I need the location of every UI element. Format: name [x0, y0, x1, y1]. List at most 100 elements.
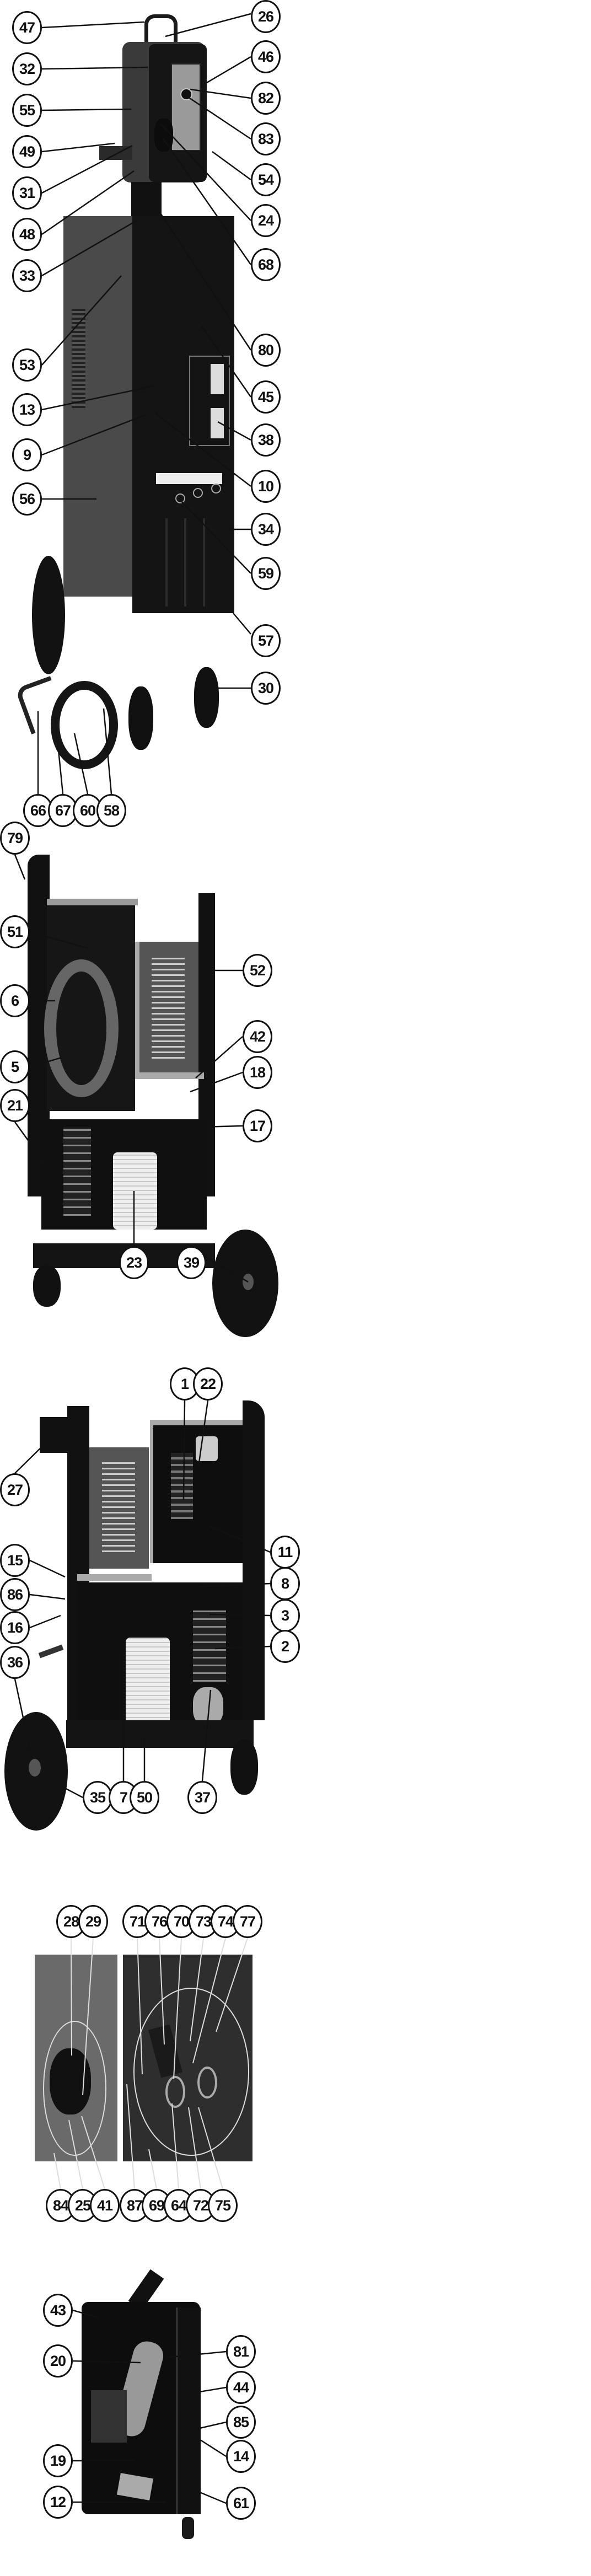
transformer: [113, 1152, 157, 1230]
panel-left-interior: 79 51 52 6 5 42 18 21 17 23 39: [0, 822, 591, 1351]
callout-77: 77: [233, 1905, 262, 1938]
callout-86: 86: [0, 1578, 30, 1611]
contactor: [196, 1436, 218, 1461]
caster: [33, 1265, 61, 1307]
callout-68: 68: [251, 248, 281, 281]
callout-53: 53: [12, 348, 42, 382]
drive-roll-highlight-ring: [133, 1988, 249, 2156]
wire-feeder-handle: [144, 14, 178, 42]
callout-35: 35: [83, 1781, 112, 1814]
wire-coil-bundle: [44, 959, 119, 1097]
callout-43: 43: [43, 2294, 73, 2327]
callout-28: 28: [56, 1905, 86, 1938]
top-frame-bar: [47, 899, 138, 905]
callout-80: 80: [251, 334, 281, 367]
callout-87: 87: [120, 2189, 149, 2222]
callout-12: 12: [43, 2486, 73, 2519]
callout-27: 27: [0, 1473, 30, 1506]
callout-51: 51: [0, 915, 30, 948]
callout-37: 37: [187, 1781, 217, 1814]
callout-33: 33: [12, 259, 42, 292]
callout-11: 11: [270, 1536, 300, 1569]
callout-61: 61: [226, 2487, 256, 2520]
callout-76: 76: [144, 1905, 174, 1938]
callout-73: 73: [189, 1905, 218, 1938]
right-panel-wall: [243, 1400, 265, 1720]
callout-30: 30: [251, 672, 281, 705]
rotary-switch-1: [211, 364, 224, 394]
panel-right-interior: 1 22 27 11 15 8 86 3 16 2 36 35 7 50 37: [0, 1351, 591, 1902]
callout-75: 75: [208, 2189, 238, 2222]
callout-14: 14: [226, 2440, 256, 2473]
panel-detail-views: 28 29 71 76 70 73 74 77 84 25 41 87 69 6…: [0, 1902, 591, 2244]
output-socket-3: [211, 484, 221, 493]
front-caster-right: [194, 667, 219, 728]
callout-3: 3: [270, 1599, 300, 1632]
callout-24: 24: [251, 204, 281, 237]
callout-2: 2: [270, 1630, 300, 1663]
callout-9: 9: [12, 438, 42, 471]
fan-grille: [152, 954, 185, 1059]
callout-32: 32: [12, 52, 42, 85]
callout-50: 50: [130, 1781, 159, 1814]
output-socket-2: [193, 488, 203, 498]
callout-45: 45: [251, 380, 281, 414]
callout-13: 13: [12, 393, 42, 426]
callout-85: 85: [226, 2406, 256, 2439]
front-caster-left: [128, 686, 153, 750]
callout-5: 5: [0, 1050, 30, 1083]
callout-48: 48: [12, 218, 42, 251]
callout-23: 23: [119, 1246, 149, 1279]
front-vent: [149, 518, 215, 607]
callout-22: 22: [193, 1367, 223, 1400]
callout-42: 42: [243, 1020, 272, 1053]
callout-49: 49: [12, 135, 42, 168]
base-frame: [66, 1720, 254, 1748]
output-label-strip: [156, 473, 222, 484]
panel-front-view: 47 26 32 46 55 82 49 83 31 54 48 24 33 6…: [0, 0, 591, 827]
callout-26: 26: [251, 0, 281, 33]
callout-44: 44: [226, 2371, 256, 2404]
rectifier-assembly: [193, 1610, 226, 1682]
callout-81: 81: [226, 2335, 256, 2368]
control-display: [171, 63, 201, 151]
callout-10: 10: [251, 470, 281, 503]
rear-wheel: [32, 556, 65, 674]
euro-connector-highlight-ring: [43, 2021, 106, 2156]
callout-20: 20: [43, 2344, 73, 2378]
wheel-hub: [29, 1759, 41, 1777]
callout-18: 18: [243, 1056, 272, 1089]
wheel-hub: [243, 1274, 254, 1290]
callout-36: 36: [0, 1646, 30, 1679]
callout-82: 82: [251, 82, 281, 115]
fan-grille: [102, 1458, 135, 1552]
callout-57: 57: [251, 624, 281, 657]
callout-16: 16: [0, 1611, 30, 1644]
callout-58: 58: [96, 794, 126, 827]
callout-83: 83: [251, 122, 281, 155]
transformer: [126, 1638, 170, 1726]
callout-46: 46: [251, 40, 281, 73]
side-vent: [72, 309, 85, 408]
callout-59: 59: [251, 557, 281, 590]
output-socket-1: [175, 493, 185, 503]
callout-55: 55: [12, 94, 42, 127]
feeder-bracket: [99, 146, 132, 160]
callout-6: 6: [0, 984, 30, 1017]
callout-52: 52: [243, 954, 272, 987]
feeder-side-panel: [176, 2307, 201, 2514]
drive-roll-1: [165, 2076, 185, 2108]
side-handle-bracket: [40, 1417, 67, 1453]
callout-8: 8: [270, 1567, 300, 1600]
callout-29: 29: [78, 1905, 108, 1938]
gas-inlet-fitting: [38, 1644, 64, 1659]
callout-31: 31: [12, 176, 42, 210]
torch-socket: [154, 119, 173, 152]
callout-72: 72: [186, 2189, 216, 2222]
panel-wire-feeder-interior: 43 20 81 44 85 14 19 12 61: [0, 2233, 591, 2576]
rectifier-assembly: [63, 1128, 91, 1216]
callout-21: 21: [0, 1089, 30, 1122]
rotary-switch-2: [211, 408, 224, 438]
callout-54: 54: [251, 163, 281, 196]
callout-19: 19: [43, 2444, 73, 2477]
